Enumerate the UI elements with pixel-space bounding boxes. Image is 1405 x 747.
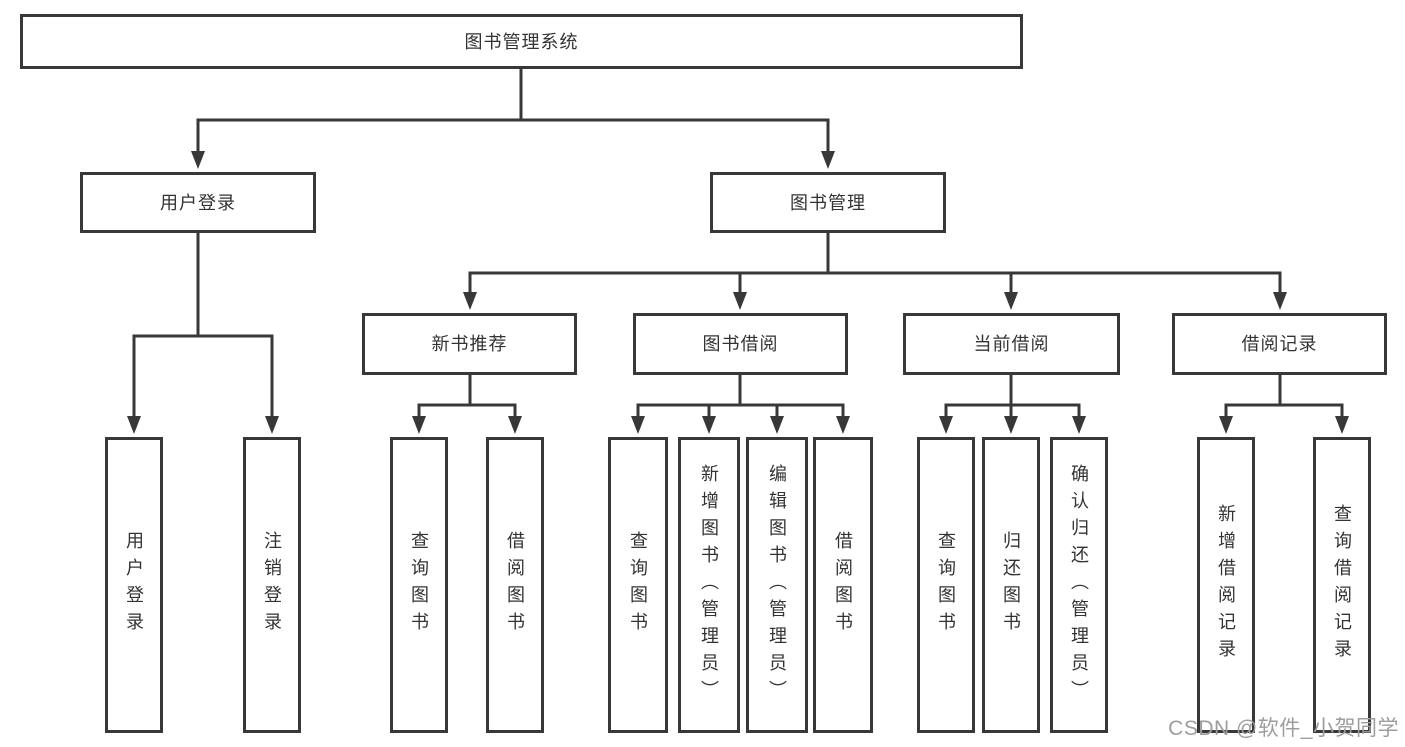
leaf-edit-books-admin: 编辑图书（管理员） <box>746 437 808 733</box>
leaf-query-books-borrow: 查询图书 <box>608 437 668 733</box>
node-label: 图书管理 <box>790 192 866 213</box>
node-label: 借阅记录 <box>1241 334 1318 354</box>
leaf-return-books: 归还图书 <box>982 437 1040 733</box>
leaf-query-books-current: 查询图书 <box>917 437 975 733</box>
leaf-user-login: 用户登录 <box>105 437 163 733</box>
leaf-confirm-return-admin: 确认归还（管理员） <box>1050 437 1108 733</box>
node-book-management: 图书管理 <box>710 172 946 233</box>
node-current-borrow: 当前借阅 <box>903 313 1120 375</box>
leaf-label: 借阅图书 <box>505 531 525 639</box>
leaf-label: 归还图书 <box>1001 531 1021 639</box>
node-book-borrow: 图书借阅 <box>633 313 848 375</box>
node-label: 新书推荐 <box>431 334 508 354</box>
leaf-query-books-recommend: 查询图书 <box>390 437 448 733</box>
leaf-label: 查询图书 <box>409 531 429 639</box>
leaf-borrow-books-recommend: 借阅图书 <box>486 437 544 733</box>
leaf-add-books-admin: 新增图书（管理员） <box>678 437 740 733</box>
leaf-label: 新增借阅记录 <box>1216 504 1236 666</box>
node-label: 用户登录 <box>160 192 236 213</box>
csdn-watermark: CSDN @软件_小贺同学 <box>1168 717 1399 740</box>
node-label: 当前借阅 <box>973 334 1050 354</box>
leaf-label: 用户登录 <box>124 531 144 639</box>
leaf-label: 注销登录 <box>262 531 282 639</box>
leaf-borrow-books: 借阅图书 <box>813 437 873 733</box>
leaf-label: 查询图书 <box>936 531 956 639</box>
node-label: 图书借阅 <box>702 334 779 354</box>
node-user-login: 用户登录 <box>80 172 316 233</box>
leaf-label: 查询借阅记录 <box>1332 504 1352 666</box>
leaf-label: 查询图书 <box>628 531 648 639</box>
leaf-logout: 注销登录 <box>243 437 301 733</box>
leaf-label: 新增图书（管理员） <box>699 463 719 707</box>
node-new-book-recommend: 新书推荐 <box>362 313 577 375</box>
node-borrow-records: 借阅记录 <box>1172 313 1387 375</box>
node-label: 图书管理系统 <box>464 31 579 52</box>
leaf-label: 编辑图书（管理员） <box>767 463 787 707</box>
leaf-query-borrow-record: 查询借阅记录 <box>1313 437 1371 733</box>
leaf-add-borrow-record: 新增借阅记录 <box>1197 437 1255 733</box>
leaf-label: 确认归还（管理员） <box>1069 463 1089 707</box>
leaf-label: 借阅图书 <box>833 531 853 639</box>
node-root: 图书管理系统 <box>20 14 1023 69</box>
